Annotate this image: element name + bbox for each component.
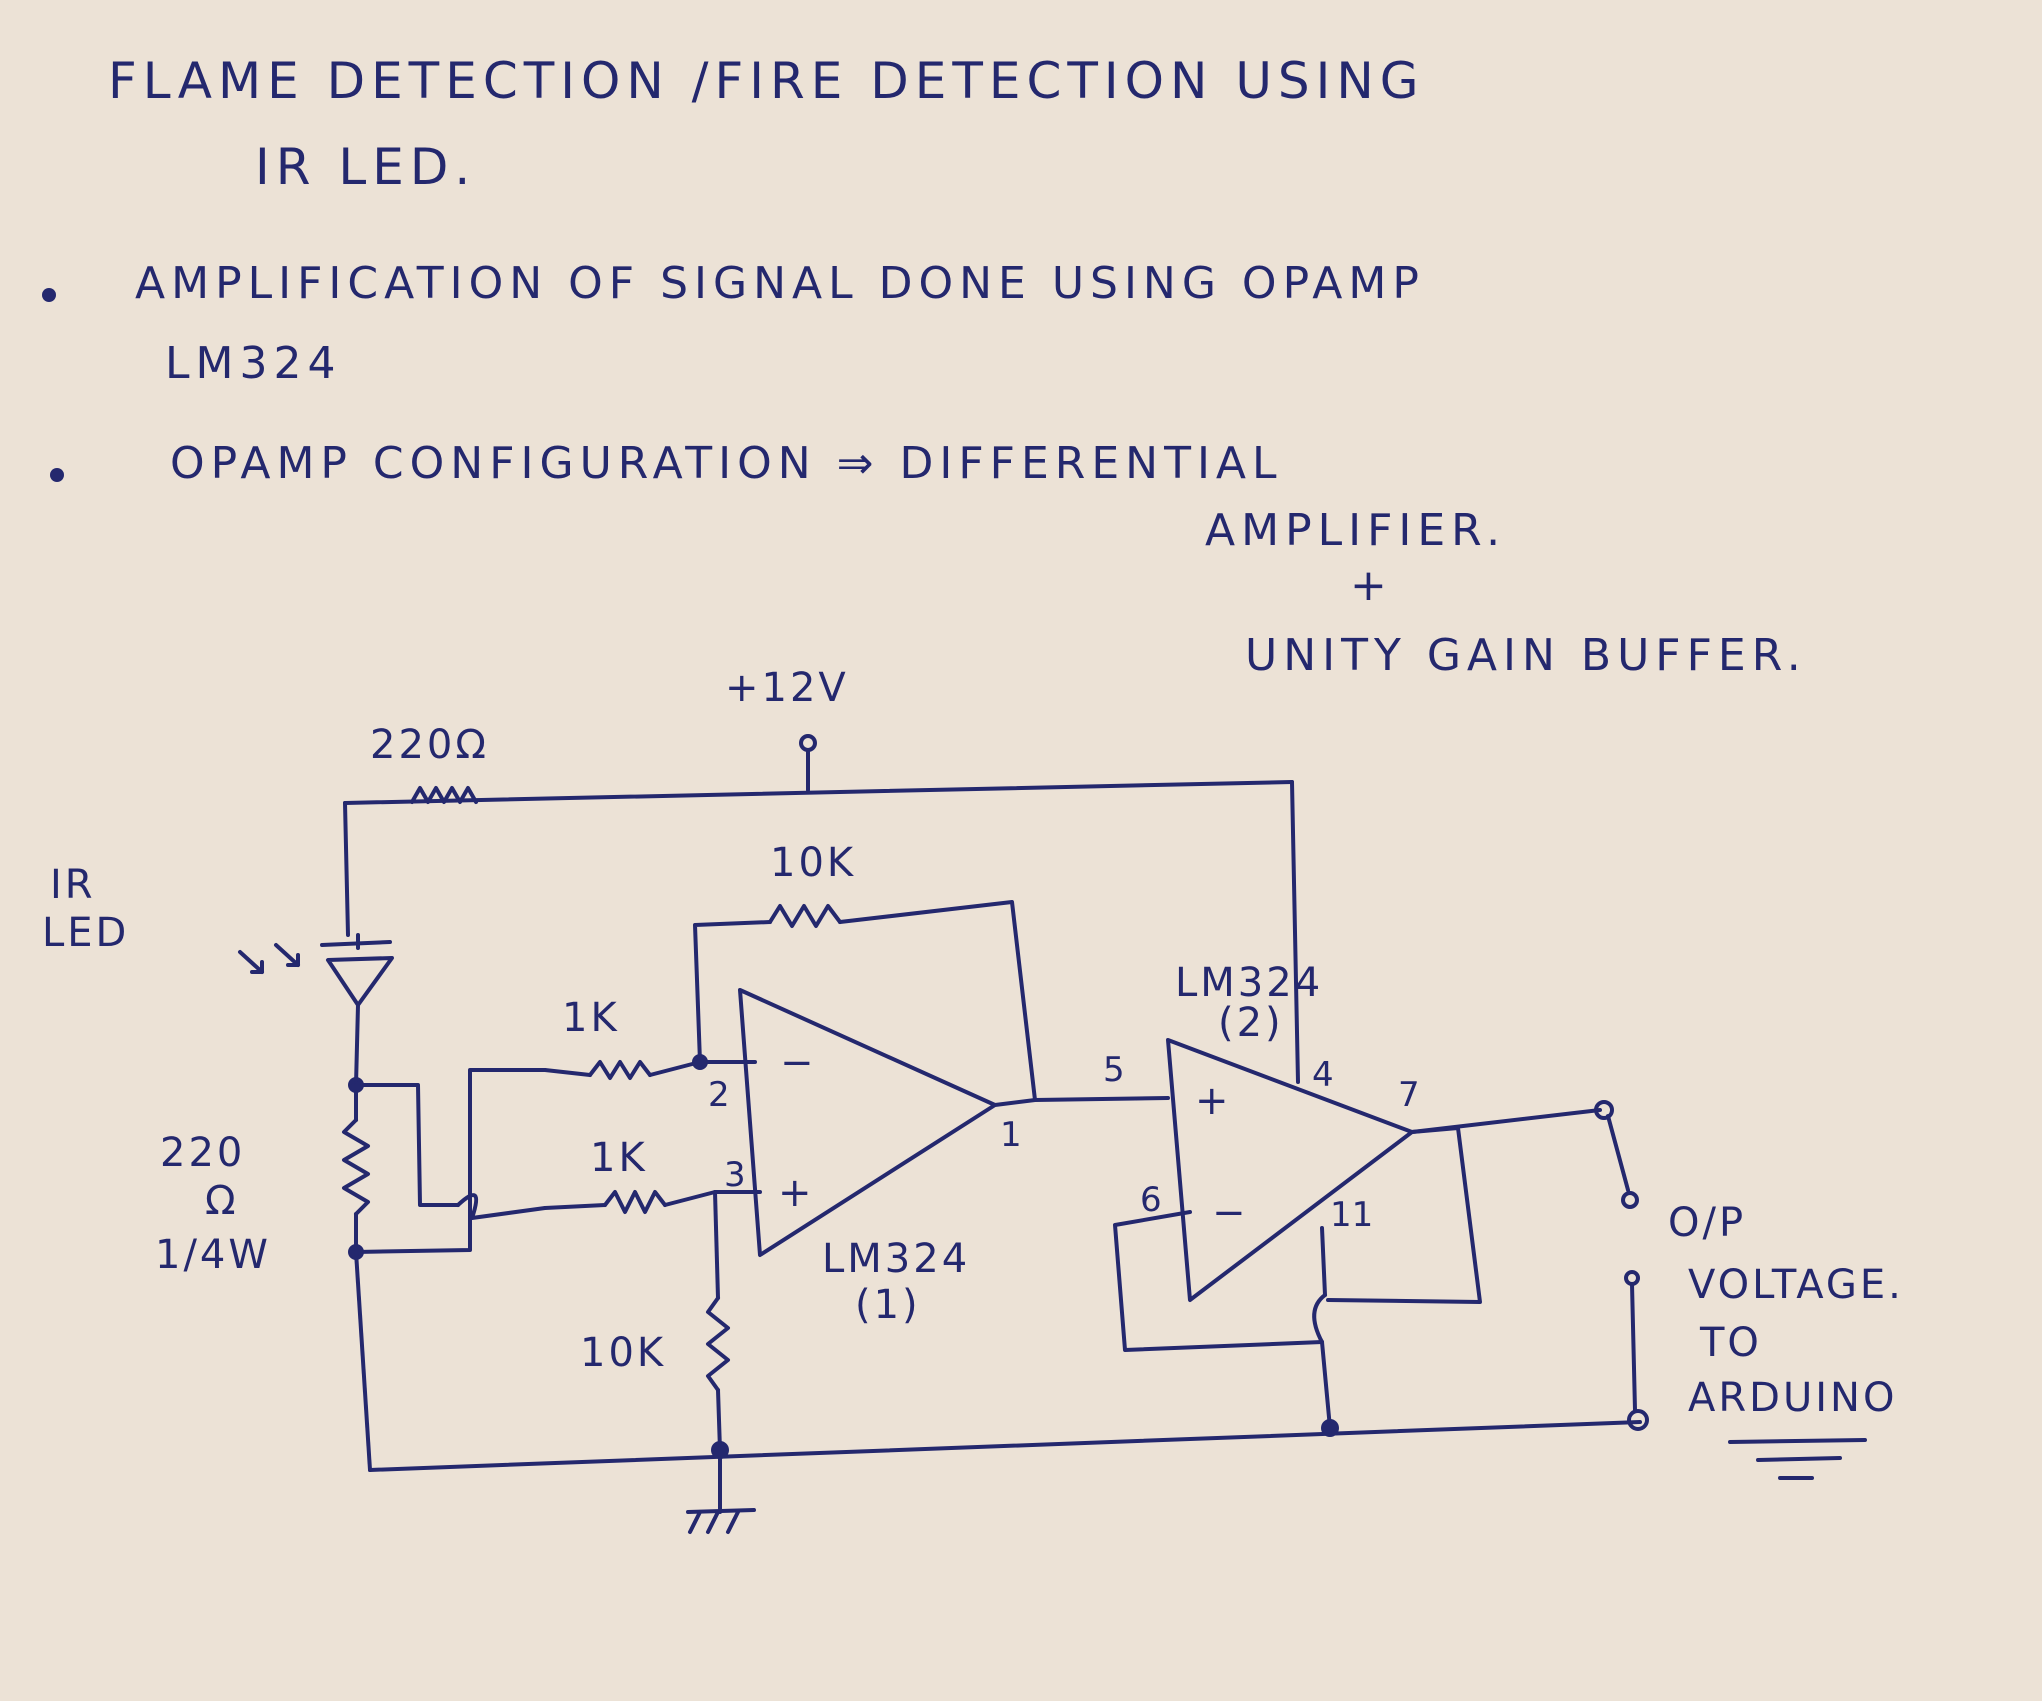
ground-symbol bbox=[686, 1448, 756, 1534]
output-label-line3: TO bbox=[1700, 1320, 1762, 1366]
resistor-1k-upper bbox=[588, 1060, 652, 1080]
resistor-1k-lower bbox=[603, 1190, 667, 1214]
output-label-line4: ARDUINO bbox=[1688, 1375, 1898, 1421]
bullet-1 bbox=[42, 288, 56, 302]
output-terminal-ground bbox=[1627, 1409, 1649, 1431]
node-pin11-ground bbox=[1321, 1419, 1339, 1437]
pin-4-label: 4 bbox=[1312, 1055, 1334, 1095]
resistor-220-left-label-1: 220 bbox=[160, 1130, 246, 1176]
supply-label: +12V bbox=[725, 665, 849, 711]
note-2-sub: AMPLIFIER. bbox=[1205, 505, 1507, 556]
resistor-1k-lower-label: 1K bbox=[590, 1135, 648, 1181]
resistor-10k-ground-label: 10K bbox=[580, 1330, 667, 1376]
page-title-line1: FLAME DETECTION /FIRE DETECTION USING bbox=[108, 52, 1425, 110]
note-2-plus: + bbox=[1350, 560, 1393, 611]
opamp-2-plus: + bbox=[1195, 1078, 1232, 1124]
ir-led-label-line1: IR bbox=[50, 862, 96, 908]
bullet-2 bbox=[50, 468, 64, 482]
pin-3-label: 3 bbox=[724, 1155, 746, 1195]
resistor-220-left-label-3: 1/4W bbox=[155, 1232, 271, 1278]
top-rail bbox=[343, 780, 1294, 805]
note-1-text: AMPLIFICATION OF SIGNAL DONE USING OPAMP bbox=[135, 258, 1425, 309]
note-2-buffer: UNITY GAIN BUFFER. bbox=[1245, 630, 1807, 681]
opamp-1-plus: + bbox=[778, 1170, 815, 1216]
resistor-1k-upper-label: 1K bbox=[562, 995, 620, 1041]
resistor-220-top-label: 220Ω bbox=[370, 722, 489, 768]
note-1-sub: LM324 bbox=[165, 338, 342, 389]
opamp-1-label-line1: LM324 bbox=[822, 1236, 971, 1282]
opamp-1-label-line2: (1) bbox=[855, 1282, 921, 1328]
pin-5-label: 5 bbox=[1103, 1050, 1125, 1090]
output-label-line2: VOLTAGE. bbox=[1688, 1262, 1904, 1308]
page-title-line2: IR LED. bbox=[255, 138, 477, 196]
ir-led-symbol bbox=[238, 933, 394, 1087]
ground-rail bbox=[368, 1420, 1642, 1472]
pin-1-label: 1 bbox=[1000, 1115, 1022, 1155]
resistor-10k-feedback-label: 10K bbox=[770, 840, 857, 886]
resistor-10k-feedback bbox=[768, 904, 842, 928]
opamp-2-minus: − bbox=[1212, 1190, 1249, 1236]
ir-led-label-line2: LED bbox=[42, 910, 130, 956]
opamp-1-symbol bbox=[738, 988, 997, 1257]
resistor-220-top bbox=[410, 786, 478, 804]
pin-6-label: 6 bbox=[1140, 1180, 1162, 1220]
opamp-2-symbol bbox=[1166, 1038, 1414, 1302]
output-terminal-mid bbox=[1621, 1191, 1639, 1209]
pin-2-label: 2 bbox=[708, 1075, 730, 1115]
resistor-220-left-label-2: Ω bbox=[205, 1178, 239, 1224]
opamp-2-label-line1: LM324 bbox=[1175, 960, 1324, 1006]
resistor-220-left bbox=[342, 1118, 370, 1216]
note-2-text: OPAMP CONFIGURATION ⇒ DIFFERENTIAL bbox=[170, 438, 1283, 489]
output-label-line1: O/P bbox=[1668, 1200, 1747, 1246]
output-terminal-top bbox=[1594, 1100, 1614, 1120]
pin-11-label: 11 bbox=[1330, 1195, 1374, 1235]
pin-7-label: 7 bbox=[1398, 1075, 1420, 1115]
opamp-2-label-line2: (2) bbox=[1218, 1000, 1284, 1046]
opamp-1-minus: − bbox=[780, 1040, 817, 1086]
supply-terminal bbox=[799, 734, 817, 752]
resistor-10k-ground bbox=[706, 1296, 730, 1392]
